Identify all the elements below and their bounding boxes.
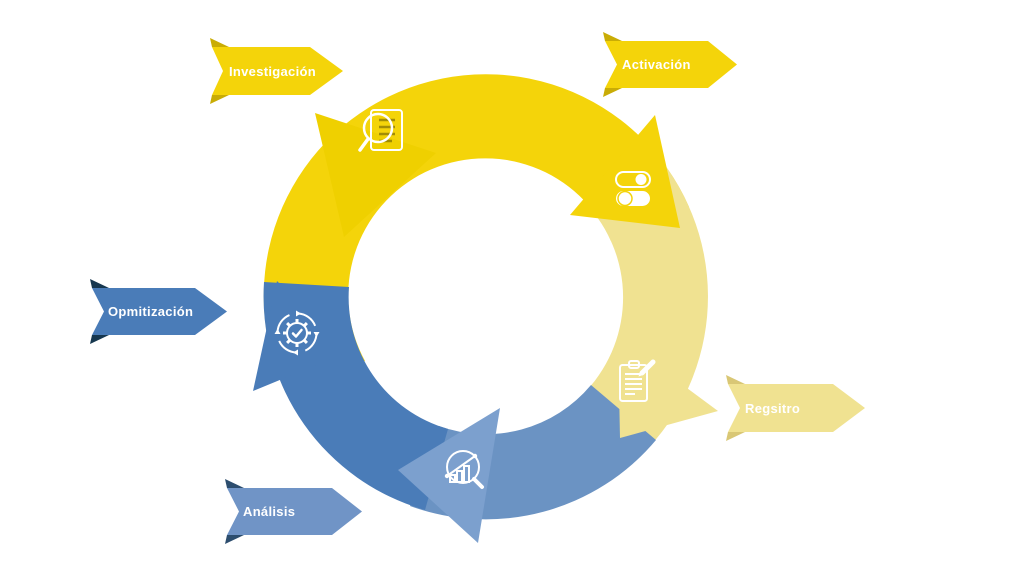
chart-magnifier-icon — [444, 450, 484, 489]
gear-check-icon — [274, 310, 320, 356]
banner-fold-bottom — [726, 432, 745, 441]
banner-label-opmitizacion: Opmitización — [108, 304, 193, 319]
banner-fold-top — [225, 479, 244, 488]
toggle-switches-icon — [615, 171, 651, 207]
banner-analisis: Análisis — [225, 479, 362, 544]
banner-fold-bottom — [603, 88, 622, 97]
banner-opmitizacion: Opmitización — [90, 279, 227, 344]
banner-fold-top — [210, 38, 229, 47]
banner-fold-bottom — [210, 95, 229, 104]
banner-label-activacion: Activación — [622, 57, 691, 72]
banner-fold-top — [90, 279, 109, 288]
banner-arrow-shape — [92, 288, 227, 335]
banner-activacion: Activación — [603, 32, 737, 97]
document-search-icon — [358, 109, 403, 152]
banner-fold-top — [603, 32, 622, 41]
banner-fold-top — [726, 375, 745, 384]
clipboard-pencil-icon — [619, 359, 656, 402]
banner-investigacion: Investigación — [210, 38, 343, 104]
banner-arrow-shape — [227, 488, 362, 535]
arrowhead-opmitizacion — [253, 281, 348, 391]
banner-arrow-shape — [605, 41, 737, 88]
banner-label-analisis: Análisis — [243, 504, 295, 519]
banner-label-investigacion: Investigación — [229, 64, 316, 79]
banner-label-regsitro: Regsitro — [745, 401, 800, 416]
arrowhead-investigacion — [315, 113, 436, 237]
arrowhead-regsitro — [618, 337, 718, 438]
banner-regsitro: Regsitro — [726, 375, 865, 441]
banner-arrow-shape — [728, 384, 865, 432]
banner-arrow-shape — [212, 47, 343, 95]
banner-fold-bottom — [90, 335, 109, 344]
banner-fold-bottom — [225, 535, 244, 544]
